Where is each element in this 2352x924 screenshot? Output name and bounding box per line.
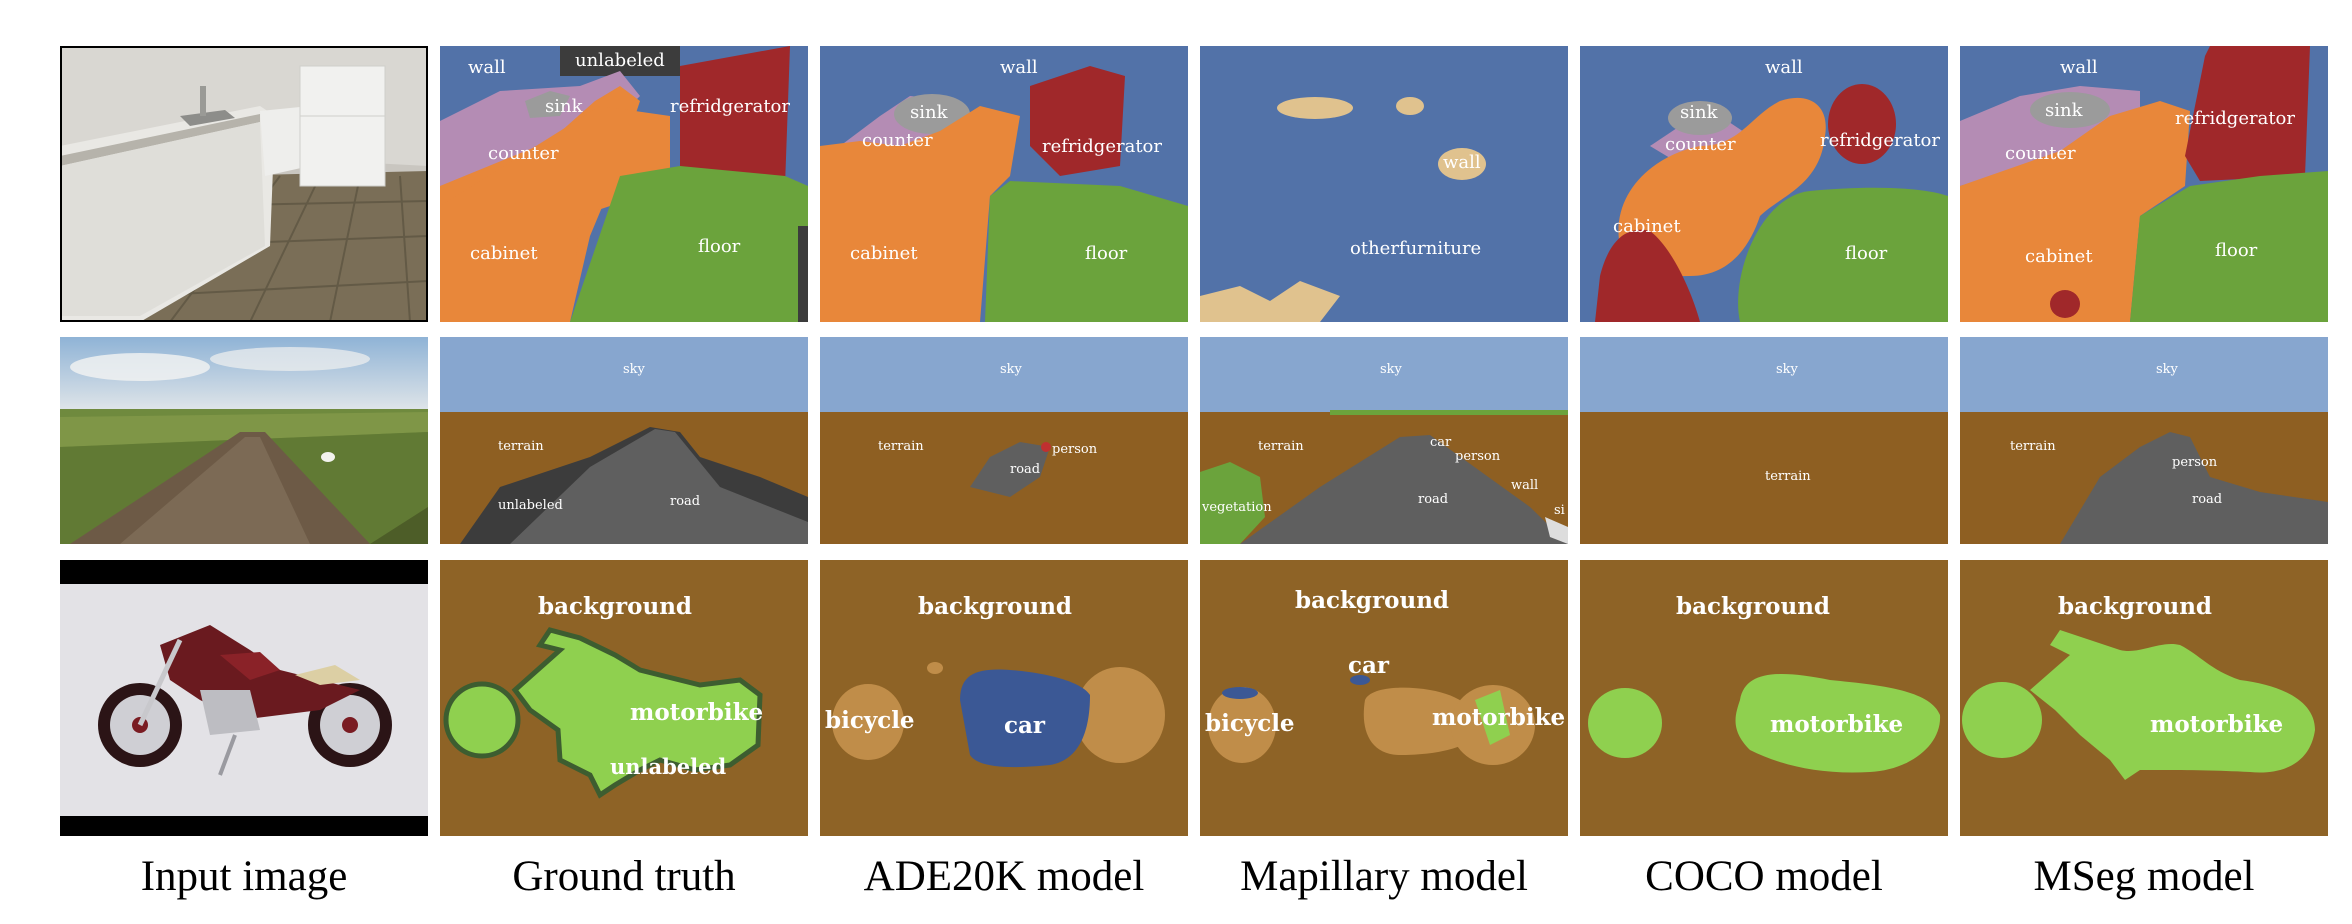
label-person: person [1052, 442, 1098, 457]
label-background: background [1295, 587, 1449, 614]
seg-mapillary-kitchen: wall otherfurniture [1200, 46, 1568, 322]
column-title-ground-truth: Ground truth [512, 853, 736, 900]
label-wall: wall [1765, 57, 1803, 78]
seg-gt-road: sky terrain road unlabeled [440, 337, 808, 544]
label-car: car [1430, 435, 1452, 450]
label-bicycle: bicycle [825, 707, 915, 734]
label-road: road [670, 494, 700, 509]
kitchen-photo [60, 46, 428, 322]
label-sky: sky [1380, 362, 1403, 377]
label-sky: sky [623, 362, 646, 377]
motorbike-photo [60, 560, 428, 836]
seg-mapillary-motorbike: background car bicycle motorbike [1200, 560, 1568, 836]
label-sink: sink [545, 96, 584, 117]
label-floor: floor [698, 236, 741, 257]
label-terrain: terrain [1258, 439, 1304, 454]
label-wall: wall [2060, 57, 2098, 78]
label-terrain: terrain [2010, 439, 2056, 454]
label-bicycle: bicycle [1205, 710, 1295, 737]
column-title-coco: COCO model [1645, 853, 1883, 900]
label-background: background [2058, 593, 2212, 620]
label-sink: sink [1680, 102, 1719, 123]
label-si: si [1554, 503, 1565, 518]
column-title-mseg: MSeg model [2033, 853, 2255, 900]
label-road: road [1010, 462, 1040, 477]
label-motorbike: motorbike [1432, 704, 1565, 731]
label-floor: floor [1085, 243, 1128, 264]
seg-coco-kitchen: wall sink refridgerator counter cabinet … [1580, 46, 1948, 322]
label-counter: counter [2005, 143, 2076, 164]
label-person: person [2172, 455, 2218, 470]
label-otherfurniture: otherfurniture [1350, 238, 1481, 259]
label-sink: sink [910, 102, 949, 123]
label-refrigerator: refridgerator [670, 96, 790, 117]
label-wall: wall [1511, 478, 1538, 493]
seg-gt-motorbike: background motorbike unlabeled [440, 560, 808, 836]
label-cabinet: cabinet [1613, 216, 1681, 237]
label-counter: counter [1665, 134, 1736, 155]
input-image-road [60, 337, 428, 544]
seg-mseg-motorbike: background motorbike [1960, 560, 2328, 836]
label-refrigerator: refridgerator [2175, 108, 2295, 129]
seg-mapillary-road: sky terrain car person wall road vegetat… [1200, 337, 1568, 544]
seg-gt-kitchen: wall unlabeled sink refridgerator counte… [440, 46, 808, 322]
label-cabinet: cabinet [2025, 246, 2093, 267]
label-sky: sky [1776, 362, 1799, 377]
input-image-motorbike [60, 560, 428, 836]
label-unlabeled: unlabeled [498, 498, 563, 513]
label-motorbike: motorbike [630, 699, 763, 726]
label-refrigerator: refridgerator [1820, 130, 1940, 151]
label-cabinet: cabinet [470, 243, 538, 264]
label-terrain: terrain [498, 439, 544, 454]
label-background: background [538, 593, 692, 620]
label-floor: floor [2215, 240, 2258, 261]
seg-ade20k-motorbike: background bicycle car [820, 560, 1188, 836]
label-motorbike: motorbike [1770, 711, 1903, 738]
label-refrigerator: refridgerator [1042, 136, 1162, 157]
label-sky: sky [2156, 362, 2179, 377]
label-wall: wall [1443, 152, 1481, 173]
label-terrain: terrain [1765, 469, 1811, 484]
label-vegetation: vegetation [1201, 500, 1272, 515]
label-background: background [918, 593, 1072, 620]
seg-mseg-kitchen: wall sink refridgerator counter cabinet … [1960, 46, 2328, 322]
road-photo [60, 337, 428, 544]
label-road: road [2192, 492, 2222, 507]
floor-region [570, 166, 808, 322]
label-wall: wall [468, 57, 506, 78]
refrigerator-region [680, 46, 790, 186]
label-counter: counter [862, 130, 933, 151]
column-title-ade20k: ADE20K model [863, 853, 1145, 900]
column-title-input: Input image [140, 853, 348, 900]
label-background: background [1676, 593, 1830, 620]
seg-coco-motorbike: background motorbike [1580, 560, 1948, 836]
label-person: person [1455, 449, 1501, 464]
label-sink: sink [2045, 100, 2084, 121]
sink-region [525, 91, 570, 118]
label-terrain: terrain [878, 439, 924, 454]
label-road: road [1418, 492, 1448, 507]
label-car: car [1004, 712, 1046, 739]
input-image-kitchen [60, 46, 428, 322]
label-floor: floor [1845, 243, 1888, 264]
label-counter: counter [488, 143, 559, 164]
label-wall: wall [1000, 57, 1038, 78]
seg-mseg-road: sky terrain person road [1960, 337, 2328, 544]
seg-coco-road: sky terrain [1580, 337, 1948, 544]
label-cabinet: cabinet [850, 243, 918, 264]
label-motorbike: motorbike [2150, 711, 2283, 738]
label-sky: sky [1000, 362, 1023, 377]
label-car: car [1348, 652, 1390, 679]
seg-ade20k-road: sky terrain person road [820, 337, 1188, 544]
label-unlabeled: unlabeled [610, 754, 727, 779]
column-title-mapillary: Mapillary model [1240, 853, 1528, 900]
label-unlabeled: unlabeled [575, 50, 665, 71]
seg-ade20k-kitchen: sink wall counter refridgerator cabinet … [820, 46, 1188, 322]
